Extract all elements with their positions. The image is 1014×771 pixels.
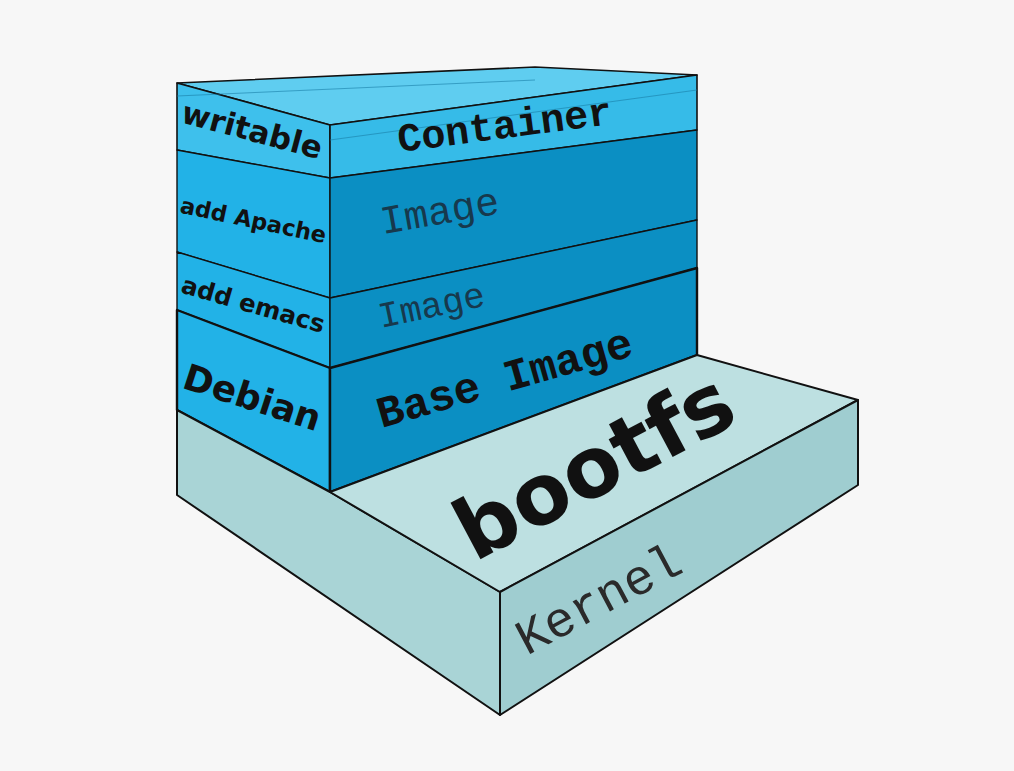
glass-edge	[177, 80, 535, 96]
